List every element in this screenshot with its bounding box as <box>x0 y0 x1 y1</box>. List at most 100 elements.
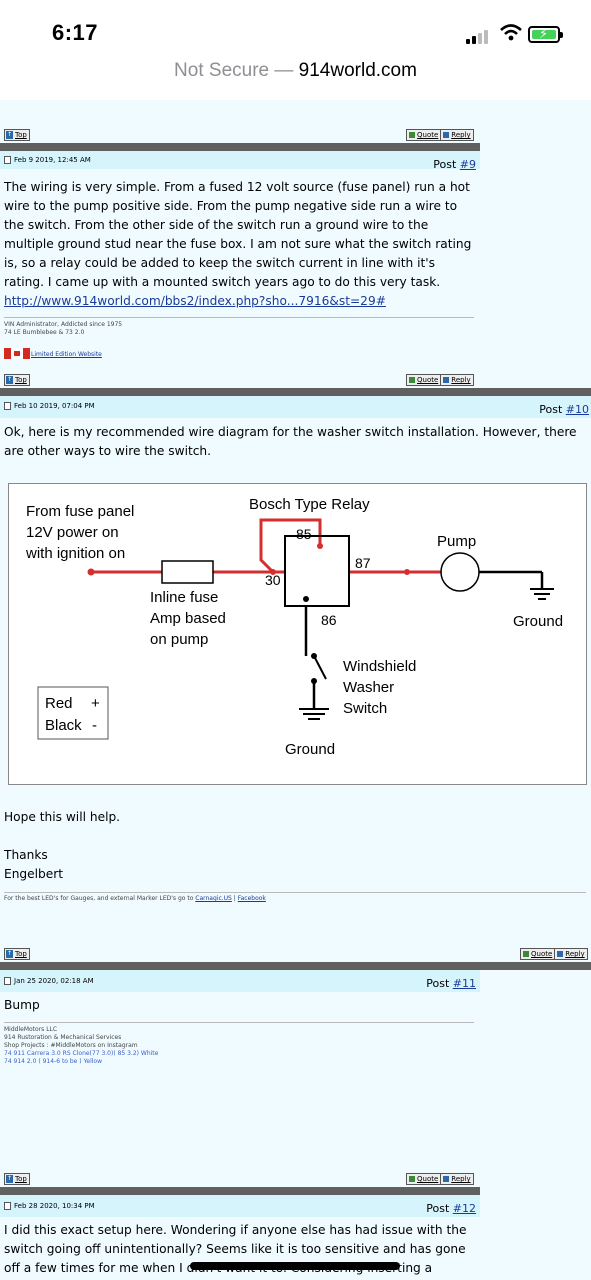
status-bar: 6:17 ⚡ <box>0 0 591 60</box>
post-divider <box>0 962 591 970</box>
url-host: 914world.com <box>298 60 417 81</box>
post-number: Post #9 <box>433 158 476 171</box>
red-wire-dot <box>87 568 95 576</box>
switch-label-1: Windshield <box>343 658 416 675</box>
signature: MiddleMotors LLC 914 Rustoration & Mecha… <box>4 1026 159 1065</box>
legend-red-symbol: + <box>91 695 100 712</box>
pin-85-label: 85 <box>296 526 312 542</box>
pin-86-label: 86 <box>321 612 337 628</box>
ground-label-right: Ground <box>513 613 563 630</box>
top-button[interactable]: ↑Top <box>4 948 30 960</box>
inline-fuse <box>161 560 214 584</box>
post-body-after: Hope this will help. <box>4 810 121 824</box>
wiring-diagram: From fuse panel 12V power on with igniti… <box>8 483 587 785</box>
reply-button[interactable]: Reply <box>441 1174 472 1184</box>
top-button[interactable]: ↑Top <box>4 374 30 386</box>
reply-icon <box>443 377 450 383</box>
fuse-label-3: on pump <box>150 631 208 648</box>
address-bar[interactable]: Not Secure — 914world.com <box>0 60 591 100</box>
limited-edition-link[interactable]: Limited Edition Website <box>31 351 102 358</box>
post-header-bg <box>0 396 591 418</box>
cellular-signal-icon <box>466 28 494 44</box>
post-date: Feb 28 2020, 10:34 PM <box>4 1202 95 1210</box>
signature: For the best LED's for Gauges, and exter… <box>4 895 266 902</box>
ground-label-bottom: Ground <box>285 741 335 758</box>
wifi-icon <box>500 24 522 41</box>
post-author-name: Engelbert <box>4 867 64 881</box>
post-link-9[interactable]: #9 <box>459 158 476 171</box>
post-body: The wiring is very simple. From a fused … <box>4 180 472 308</box>
relay-box <box>284 535 350 607</box>
quote-button[interactable]: Quote <box>407 130 442 140</box>
post-divider <box>0 1187 480 1195</box>
pump-symbol <box>440 552 480 592</box>
relay-title: Bosch Type Relay <box>249 496 370 513</box>
post-header-bg <box>0 1195 480 1217</box>
redaction-bar <box>190 1262 400 1270</box>
post-number: Post #10 <box>539 403 589 416</box>
legend-box <box>37 686 109 740</box>
quote-icon <box>523 951 529 957</box>
fuse-label-1: Inline fuse <box>150 589 218 606</box>
post-divider <box>0 143 480 151</box>
post-date: Feb 10 2019, 07:04 PM <box>4 402 95 410</box>
not-secure-label: Not Secure — <box>174 60 299 81</box>
post-link-10[interactable]: #10 <box>565 403 589 416</box>
battery-charging-icon: ⚡ <box>528 26 563 43</box>
reply-icon <box>443 132 450 138</box>
post-number: Post #12 <box>426 1202 476 1215</box>
facebook-link[interactable]: Facebook <box>237 895 266 902</box>
legend-black-label: Black <box>45 717 82 734</box>
post-link-12[interactable]: #12 <box>452 1202 476 1215</box>
red-wire-85-loop <box>259 518 322 574</box>
post-divider <box>0 388 591 396</box>
post-link-11[interactable]: #11 <box>452 977 476 990</box>
post-header-bg <box>0 970 480 992</box>
post-number: Post #11 <box>426 977 476 990</box>
quote-icon <box>409 377 415 383</box>
pin-87-label: 87 <box>355 555 371 571</box>
signature-rule <box>4 1022 474 1023</box>
signature-rule <box>4 892 586 893</box>
reply-icon <box>557 951 564 957</box>
canada-flag-icon <box>4 348 30 359</box>
pin-30-label: 30 <box>265 572 281 588</box>
reply-button[interactable]: Reply <box>555 949 586 959</box>
source-label-2: 12V power on <box>26 524 119 541</box>
switch-label-2: Washer <box>343 679 394 696</box>
top-button[interactable]: ↑Top <box>4 1173 30 1185</box>
quote-button[interactable]: Quote <box>407 1174 442 1184</box>
quote-button[interactable]: Quote <box>407 375 442 385</box>
reply-button[interactable]: Reply <box>441 130 472 140</box>
quote-icon <box>409 132 415 138</box>
post-date: Jan 25 2020, 02:18 AM <box>4 977 94 985</box>
post-header-bg <box>0 151 480 169</box>
switch-label-3: Switch <box>343 700 387 717</box>
post-body: Bump <box>4 998 40 1012</box>
switch-lever <box>313 655 327 680</box>
source-label-1: From fuse panel <box>26 503 134 520</box>
reply-button[interactable]: Reply <box>441 375 472 385</box>
post-date: Feb 9 2019, 12:45 AM <box>4 156 91 164</box>
quote-button[interactable]: Quote <box>521 949 556 959</box>
post-body: Ok, here is my recommended wire diagram … <box>4 425 577 458</box>
pump-label: Pump <box>437 533 476 550</box>
signature-rule <box>4 317 474 318</box>
legend-black-symbol: - <box>92 717 97 734</box>
status-time: 6:17 <box>52 20 99 45</box>
source-label-3: with ignition on <box>25 545 125 562</box>
legend-red-label: Red <box>45 695 73 712</box>
top-button[interactable]: ↑Top <box>4 129 30 141</box>
wiring-diagram-svg: From fuse panel 12V power on with igniti… <box>25 496 563 758</box>
quote-icon <box>409 1176 415 1182</box>
post-link[interactable]: http://www.914world.com/bbs2/index.php?s… <box>4 294 386 308</box>
reply-icon <box>443 1176 450 1182</box>
carnagic-link[interactable]: Carnagic.US <box>195 895 232 902</box>
fuse-label-2: Amp based <box>150 610 226 627</box>
signature: VIN Administrator, Addicted since 1975 7… <box>4 321 123 336</box>
